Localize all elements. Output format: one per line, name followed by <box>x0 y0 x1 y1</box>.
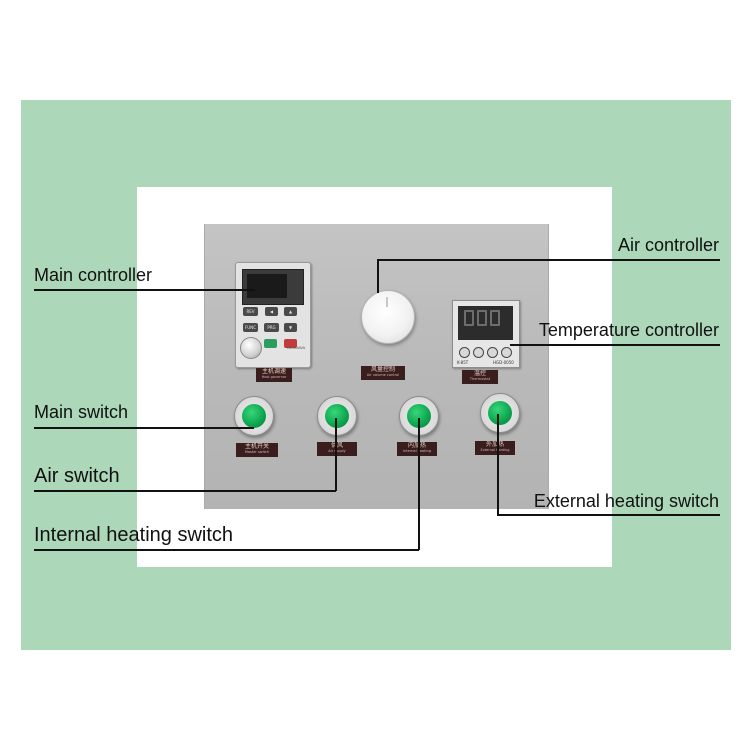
speed-knob[interactable] <box>240 337 262 359</box>
temp-button[interactable] <box>501 347 512 358</box>
main-controller-plate-sub: Host governor <box>261 375 287 379</box>
knob-indicator <box>386 297 388 307</box>
air-controller-plate: 风量控制 Air volume control <box>361 366 405 380</box>
left-arrow-key[interactable]: ◀ <box>265 307 278 316</box>
air-control-knob[interactable] <box>361 290 415 344</box>
main-controller-keypad: REV ◀ ▲ FUNC PRG ▼ YASKAWA <box>235 262 311 368</box>
internal-heating-plate-text: 内加热 <box>407 442 426 449</box>
air-controller-leader <box>377 259 720 261</box>
temperature-controller-unit: K-85T HGD-0050 <box>452 300 520 368</box>
main-controller-leader <box>34 289 255 291</box>
internal-heating-leader <box>34 549 419 551</box>
keypad-display-window <box>247 274 287 298</box>
external-heating-plate-text: 外加热 <box>485 441 504 448</box>
down-arrow-key[interactable]: ▼ <box>284 323 297 332</box>
external-heating-cap <box>488 401 512 425</box>
temp-button[interactable] <box>487 347 498 358</box>
external-heating-switch-callout: External heating switch <box>533 491 719 511</box>
digit-segment <box>477 310 487 326</box>
key-func[interactable]: FUNC <box>243 323 258 332</box>
temperature-controller-leader <box>510 344 720 346</box>
temperature-controller-plate-text: 温控 <box>473 370 486 377</box>
keypad-brand: YASKAWA <box>286 345 306 350</box>
external-heating-plate: 外加热 External heating <box>475 441 515 455</box>
air-switch-cap <box>325 404 349 428</box>
external-heating-leader <box>497 514 720 516</box>
run-key[interactable] <box>264 339 277 348</box>
temperature-display <box>458 306 513 340</box>
air-switch-plate-sub: Air supply <box>328 449 346 453</box>
main-controller-plate: 主机调速 Host governor <box>256 368 292 382</box>
digit-segment <box>464 310 474 326</box>
air-switch-button[interactable] <box>317 396 357 436</box>
main-switch-cap <box>242 404 266 428</box>
temp-model-right: HGD-0050 <box>493 360 514 365</box>
main-switch-plate-text: 主机开关 <box>244 443 269 450</box>
air-controller-callout: Air controller <box>617 235 719 255</box>
temp-button[interactable] <box>459 347 470 358</box>
internal-heating-switch-callout: Internal heating switch <box>34 524 234 546</box>
main-switch-plate: 主机开关 Master switch <box>236 443 278 457</box>
air-controller-plate-text: 风量控制 <box>370 366 395 373</box>
keypad-display <box>242 269 304 305</box>
up-arrow-key[interactable]: ▲ <box>284 307 297 316</box>
air-switch-plate: 供风 Air supply <box>317 442 357 456</box>
stop-key[interactable] <box>284 339 297 348</box>
temperature-controller-callout: Temperature controller <box>538 320 719 340</box>
temp-model-left: K-85T <box>457 360 469 365</box>
air-controller-plate-sub: Air volume control <box>366 373 400 377</box>
external-heating-leader-rise <box>497 414 499 515</box>
internal-heating-plate-sub: Internal heating <box>403 449 431 453</box>
air-controller-leader-drop <box>377 259 379 293</box>
temp-button[interactable] <box>473 347 484 358</box>
key-rev[interactable]: REV <box>243 307 258 316</box>
air-switch-leader-rise <box>335 418 337 491</box>
external-heating-plate-sub: External heating <box>480 448 510 452</box>
main-switch-leader <box>34 427 254 429</box>
air-switch-plate-text: 供风 <box>330 442 343 449</box>
internal-heating-leader-rise <box>418 418 420 550</box>
main-controller-plate-text: 主机调速 <box>261 368 286 375</box>
air-switch-leader <box>34 490 336 492</box>
temperature-controller-plate: 温控 Thermostat <box>462 370 498 384</box>
main-controller-callout: Main controller <box>34 265 153 285</box>
digit-segment <box>490 310 500 326</box>
air-switch-callout: Air switch <box>34 465 120 487</box>
main-switch-plate-sub: Master switch <box>244 450 270 454</box>
main-switch-button[interactable] <box>234 396 274 436</box>
main-switch-callout: Main switch <box>34 402 129 422</box>
internal-heating-plate: 内加热 Internal heating <box>397 442 437 456</box>
temperature-controller-plate-sub: Thermostat <box>469 377 491 381</box>
key-prg[interactable]: PRG <box>264 323 279 332</box>
external-heating-button[interactable] <box>480 393 520 433</box>
